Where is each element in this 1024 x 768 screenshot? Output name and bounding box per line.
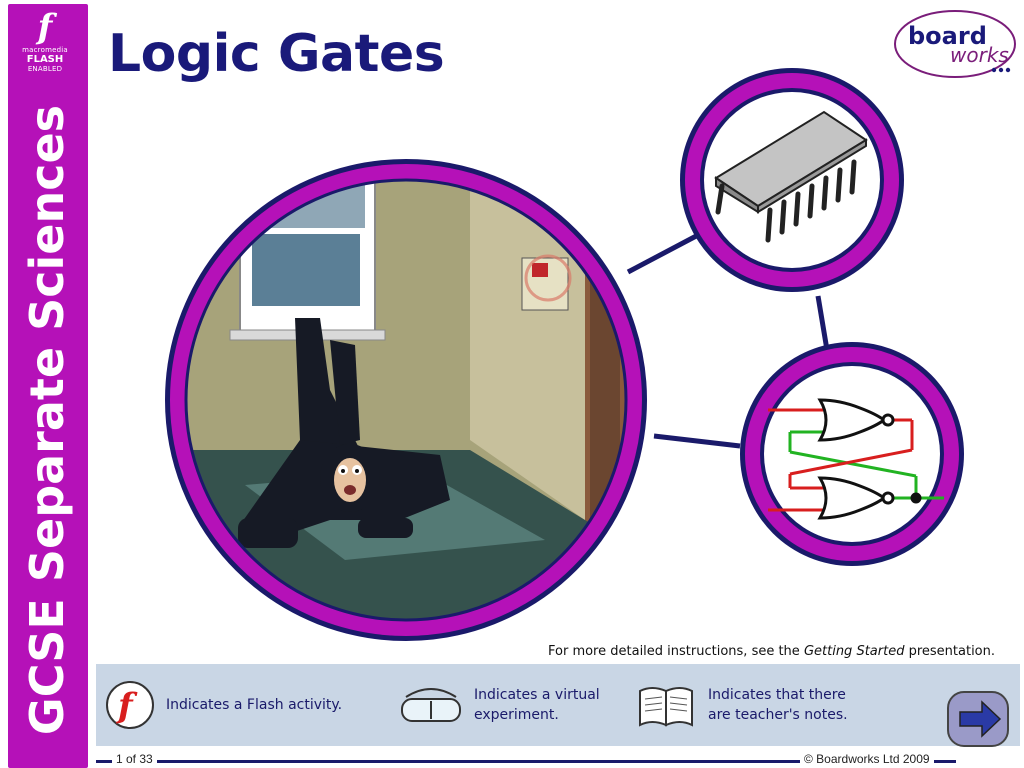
flash-enabled-badge: f macromedia FLASH ENABLED — [14, 8, 76, 86]
next-slide-button[interactable] — [946, 690, 1010, 748]
instruction-link-text: Getting Started — [803, 644, 905, 659]
sidebar: f macromedia FLASH ENABLED GCSE Separate… — [0, 0, 90, 768]
instruction-prefix: For more detailed instructions, see the — [548, 644, 804, 659]
legend-virtual: Indicates a virtual experiment. — [396, 674, 624, 736]
legend-notes: Indicates that there are teacher's notes… — [636, 674, 868, 736]
flash-f-icon: f — [37, 7, 53, 47]
legend-flash: f Indicates a Flash activity. — [104, 674, 342, 736]
copyright: © Boardworks Ltd 2009 — [800, 752, 934, 766]
sidebar-band — [8, 4, 88, 768]
footer-rule — [96, 760, 956, 763]
chip-icon — [714, 110, 868, 243]
legend-flash-text: Indicates a Flash activity. — [166, 697, 343, 713]
legend-bar: f Indicates a Flash activity. Indicates … — [96, 664, 1020, 746]
flash-badge-line1: macromedia — [22, 46, 68, 54]
svg-text:f: f — [116, 686, 138, 726]
next-arrow-icon — [947, 691, 1009, 747]
boardworks-logo: board works — [894, 10, 1016, 78]
legend-notes-text: Indicates that there are teacher's notes… — [708, 687, 848, 723]
flash-badge-line2: FLASH — [26, 54, 64, 65]
flash-badge-line3: ENABLED — [27, 65, 63, 73]
logo-board-text: board — [908, 22, 987, 50]
instruction-text: For more detailed instructions, see the … — [548, 644, 995, 659]
logo-works-text: works — [950, 43, 1009, 67]
goggles-icon — [401, 688, 461, 722]
instruction-suffix: presentation. — [904, 644, 996, 659]
flash-icon: f — [106, 681, 154, 729]
slide-counter: 1 of 33 — [112, 752, 157, 766]
legend-virtual-text: Indicates a virtual experiment. — [474, 687, 600, 723]
burglar-figure — [238, 318, 450, 548]
gate-circuit-icon — [768, 398, 944, 520]
burglar-scene — [178, 172, 634, 628]
book-icon — [639, 687, 693, 727]
page-title: Logic Gates — [108, 24, 445, 84]
